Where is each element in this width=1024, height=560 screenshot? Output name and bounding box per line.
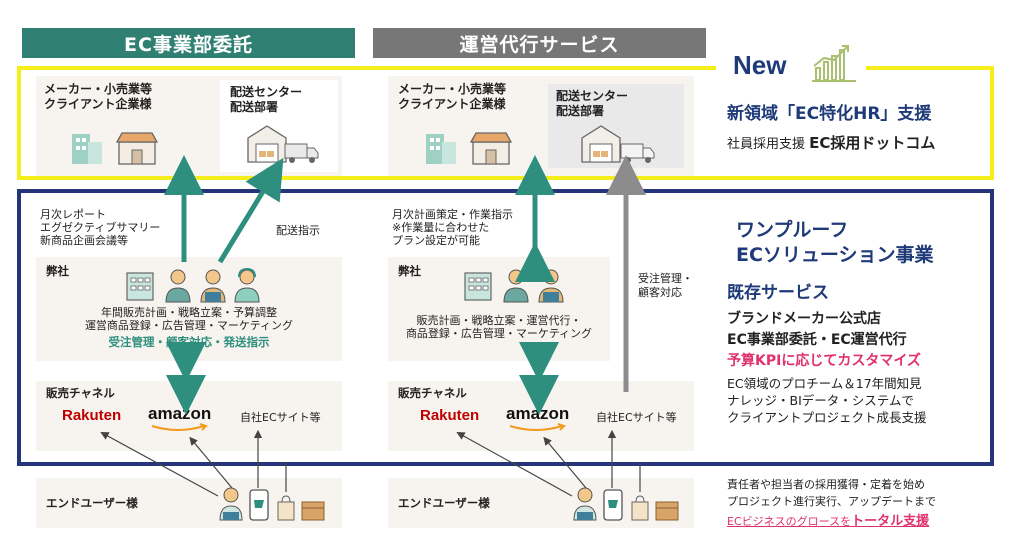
right-company-building-icon <box>464 272 492 301</box>
hr-site-name: EC採用ドットコム <box>809 134 936 152</box>
left-center-label: 配送センター配送部署 <box>230 85 303 114</box>
store-icon <box>115 132 159 165</box>
right-amazon-smile <box>509 423 566 431</box>
header-operation-service: 運営代行サービス <box>373 28 706 58</box>
right-company-label: 弊社 <box>398 264 421 278</box>
new-domain-title: 新領域「EC特化HR」支援 <box>727 104 932 124</box>
hr-support-label: 社員採用支援 EC採用ドットコム <box>727 134 936 152</box>
growth-support-link[interactable]: ECビジネスのグロースをトータル支援 <box>727 514 930 529</box>
new-domain-frame <box>17 66 994 180</box>
left-company-label: 弊社 <box>46 264 69 278</box>
right-user-icon <box>573 487 597 521</box>
header-ec-outsourcing: EC事業部委託 <box>22 28 355 58</box>
left-channel-label: 販売チャネル <box>46 386 115 400</box>
left-user-icon <box>219 487 243 521</box>
company-building-icon <box>126 272 154 301</box>
operator-headset-icon <box>234 267 260 303</box>
right-tasks-text: 販売計画・戦略立案・運営代行・商品登録・広告管理・マーケティング <box>405 314 593 340</box>
left-own-site: 自社ECサイト等 <box>240 411 321 424</box>
bottom-description: 責任者や担当者の採用獲得・定着を始めプロジェクト進行実行、アップデートまで <box>727 478 936 508</box>
left-report-text: 月次レポートエグゼクティブサマリー新商品企画会議等 <box>40 208 161 247</box>
existing-service-title: 既存サービス <box>727 283 829 303</box>
right-rakuten-logo: Rakuten <box>420 407 480 424</box>
staff-person-icon <box>165 269 191 303</box>
office-building-icon <box>72 134 102 164</box>
right-store-icon <box>469 132 513 165</box>
right-own-site: 自社ECサイト等 <box>596 411 677 424</box>
new-label: New <box>733 50 787 80</box>
right-package-icon <box>655 501 679 521</box>
right-office-building-icon <box>426 134 456 164</box>
service-ec-outsourcing: EC事業部委託・EC運営代行 <box>727 332 907 348</box>
right-shopping-bag-icon <box>631 495 649 521</box>
service-description: EC領域のプロチーム＆17年間知見ナレッジ・BIデータ・システムでクライアントプ… <box>727 376 927 425</box>
left-smartphone-icon <box>249 489 269 521</box>
shipping-instruction-label: 配送指示 <box>276 224 320 237</box>
right-warehouse-icon <box>581 125 621 163</box>
service-kpi-custom: 予算KPIに応じてカスタマイズ <box>727 353 921 369</box>
staff-laptop-icon <box>200 269 226 303</box>
right-company-panel <box>388 257 610 361</box>
left-rakuten-logo: Rakuten <box>62 407 122 424</box>
left-amazon-smile <box>151 423 208 431</box>
delivery-truck-icon <box>284 143 319 163</box>
ec-solution-frame <box>17 189 994 466</box>
right-order-mgmt-text: 受注管理・顧客対応 <box>638 272 693 299</box>
right-enduser-label: エンドユーザー様 <box>398 496 490 510</box>
left-package-icon <box>301 501 325 521</box>
service-official-store: ブランドメーカー公式店 <box>727 311 881 327</box>
right-center-label: 配送センター配送部署 <box>556 89 629 118</box>
right-smartphone-icon <box>603 489 623 521</box>
right-maker-label: メーカー・小売業等クライアント企業様 <box>398 82 507 111</box>
growth-chart-icon <box>812 45 856 82</box>
left-enduser-label: エンドユーザー様 <box>46 496 138 510</box>
right-channel-label: 販売チャネル <box>398 386 467 400</box>
left-shipping-arrow <box>217 157 284 264</box>
left-tasks-text: 年間販売計画・戦略立案・予算調整運営商品登録・広告管理・マーケティング <box>84 306 294 332</box>
left-maker-label: メーカー・小売業等クライアント企業様 <box>44 82 153 111</box>
right-plan-text: 月次計画策定・作業指示※作業量に合わせたプラン設定が可能 <box>392 208 513 247</box>
left-shopping-bag-icon <box>277 495 295 521</box>
total-support-em: トータル支援 <box>851 514 930 529</box>
